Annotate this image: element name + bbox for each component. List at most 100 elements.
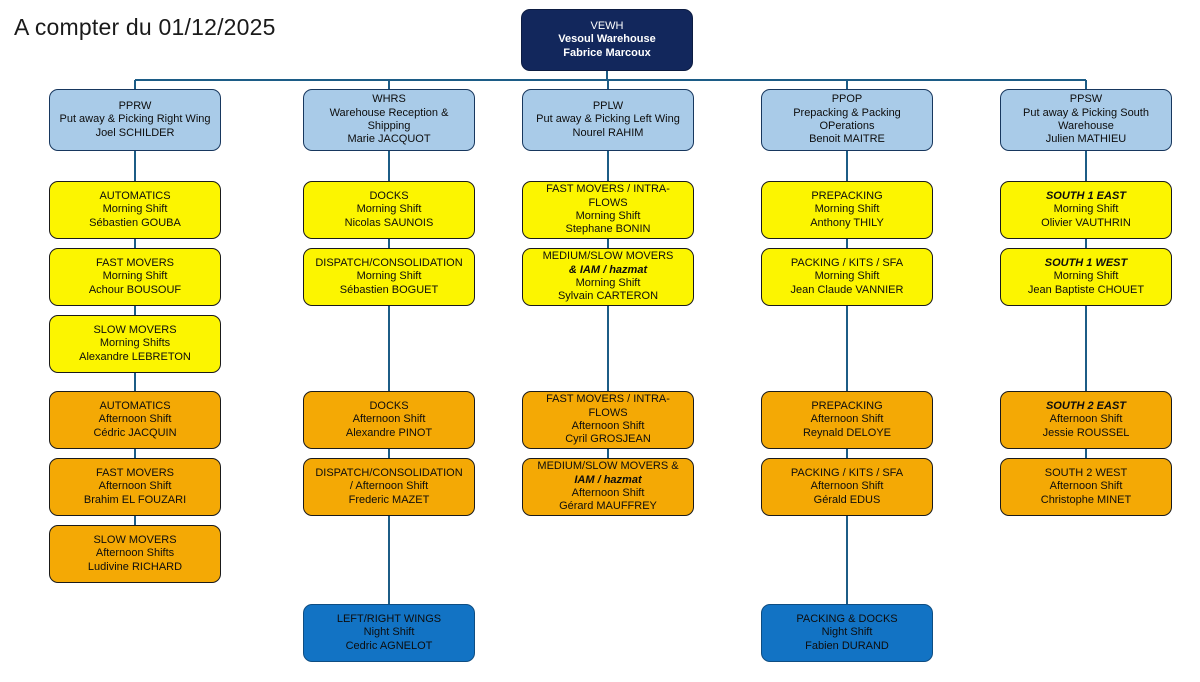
- node-manager: Cedric AGNELOT: [345, 639, 433, 652]
- node-title: FAST MOVERS / INTRA-FLOWS: [546, 393, 670, 419]
- node-manager: Olivier VAUTHRIN: [1041, 216, 1131, 229]
- node-code: WHRS: [372, 93, 406, 106]
- node-shift: Afternoon Shifts: [95, 547, 175, 560]
- node-manager: Benoit MAITRE: [809, 133, 885, 146]
- node-title: AUTOMATICS: [99, 189, 171, 202]
- node-manager: Nicolas SAUNOIS: [344, 216, 434, 229]
- node-manager: Fabien DURAND: [805, 639, 889, 652]
- node-title: PACKING / KITS / SFA: [790, 256, 904, 269]
- connector-distribution-bar: [135, 79, 1086, 81]
- node-shift: Afternoon Shift: [98, 480, 172, 493]
- node-shift: Morning Shift: [575, 277, 641, 289]
- node-shift: Afternoon Shift: [810, 480, 884, 493]
- node-shift: Afternoon Shift: [571, 420, 645, 432]
- node-subtitle: & IAM / hazmat: [568, 263, 648, 276]
- connector-branch-drop: [388, 80, 390, 89]
- node-manager: Brahim EL FOUZARI: [83, 493, 187, 506]
- node-title: SLOW MOVERS: [93, 533, 177, 546]
- node-manager: Alexandre PINOT: [345, 426, 433, 439]
- node-department: Prepacking & Packing OPerations: [793, 106, 901, 132]
- node-manager: Reynald DELOYE: [802, 426, 892, 439]
- connector-branch-drop: [846, 80, 848, 89]
- node-shift: Morning Shift: [814, 270, 880, 283]
- node-manager: Jean Baptiste CHOUET: [1027, 283, 1145, 296]
- node-manager: Joel SCHILDER: [95, 126, 175, 139]
- connector-vertical: [1085, 449, 1087, 458]
- connector-vertical: [607, 306, 609, 391]
- connector-vertical: [607, 151, 609, 181]
- node-code: PPSW: [1069, 93, 1103, 106]
- node-shift: Afternoon Shift: [571, 487, 645, 499]
- node-shift: Afternoon Shift: [1049, 413, 1123, 426]
- node-shift: Night Shift: [363, 626, 415, 639]
- connector-vertical: [388, 239, 390, 248]
- connector-vertical: [134, 373, 136, 391]
- node-shift: Afternoon Shift: [810, 413, 884, 426]
- node-department: Put away & Picking South Warehouse: [1023, 106, 1149, 132]
- connector-vertical: [846, 239, 848, 248]
- connector-vertical: [388, 516, 390, 604]
- connector-vertical: [134, 516, 136, 525]
- node-shift: Night Shift: [821, 626, 873, 639]
- node-title: DISPATCH/CONSOLIDATION: [315, 256, 463, 269]
- node-department: Vesoul Warehouse: [558, 33, 656, 46]
- node-manager: Sébastien GOUBA: [89, 216, 181, 229]
- connector-vertical: [1085, 306, 1087, 391]
- connector-branch-drop: [607, 80, 609, 89]
- connector-vertical: [607, 449, 609, 458]
- node-shift: Afternoon Shift: [98, 413, 172, 426]
- node-manager: Sylvain CARTERON: [557, 290, 659, 303]
- node-shift: Morning Shifts: [99, 337, 171, 350]
- connector-vertical: [134, 151, 136, 181]
- node-title: PACKING / KITS / SFA: [790, 466, 904, 479]
- connector-vertical: [846, 151, 848, 181]
- node-shift: Afternoon Shift: [1049, 480, 1123, 493]
- node-shift: Morning Shift: [356, 270, 422, 283]
- node-shift: Morning Shift: [356, 203, 422, 216]
- node-title: DISPATCH/CONSOLIDATION: [315, 466, 463, 479]
- node-shift: Morning Shift: [1053, 270, 1119, 283]
- connector-vertical: [134, 239, 136, 248]
- connector-vertical: [1085, 151, 1087, 181]
- node-shift: Morning Shift: [814, 203, 880, 216]
- connector-branch-drop: [134, 80, 136, 89]
- node-code: PPOP: [831, 93, 863, 106]
- node-department: Warehouse Reception & Shipping: [329, 106, 449, 132]
- node-title: DOCKS: [369, 399, 409, 412]
- node-manager: Fabrice Marcoux: [563, 46, 651, 59]
- node-manager: Christophe MINET: [1040, 493, 1132, 506]
- node-department: Put away & Picking Left Wing: [536, 113, 680, 126]
- node-title: DOCKS: [369, 189, 409, 202]
- connector-branch-drop: [1085, 80, 1087, 89]
